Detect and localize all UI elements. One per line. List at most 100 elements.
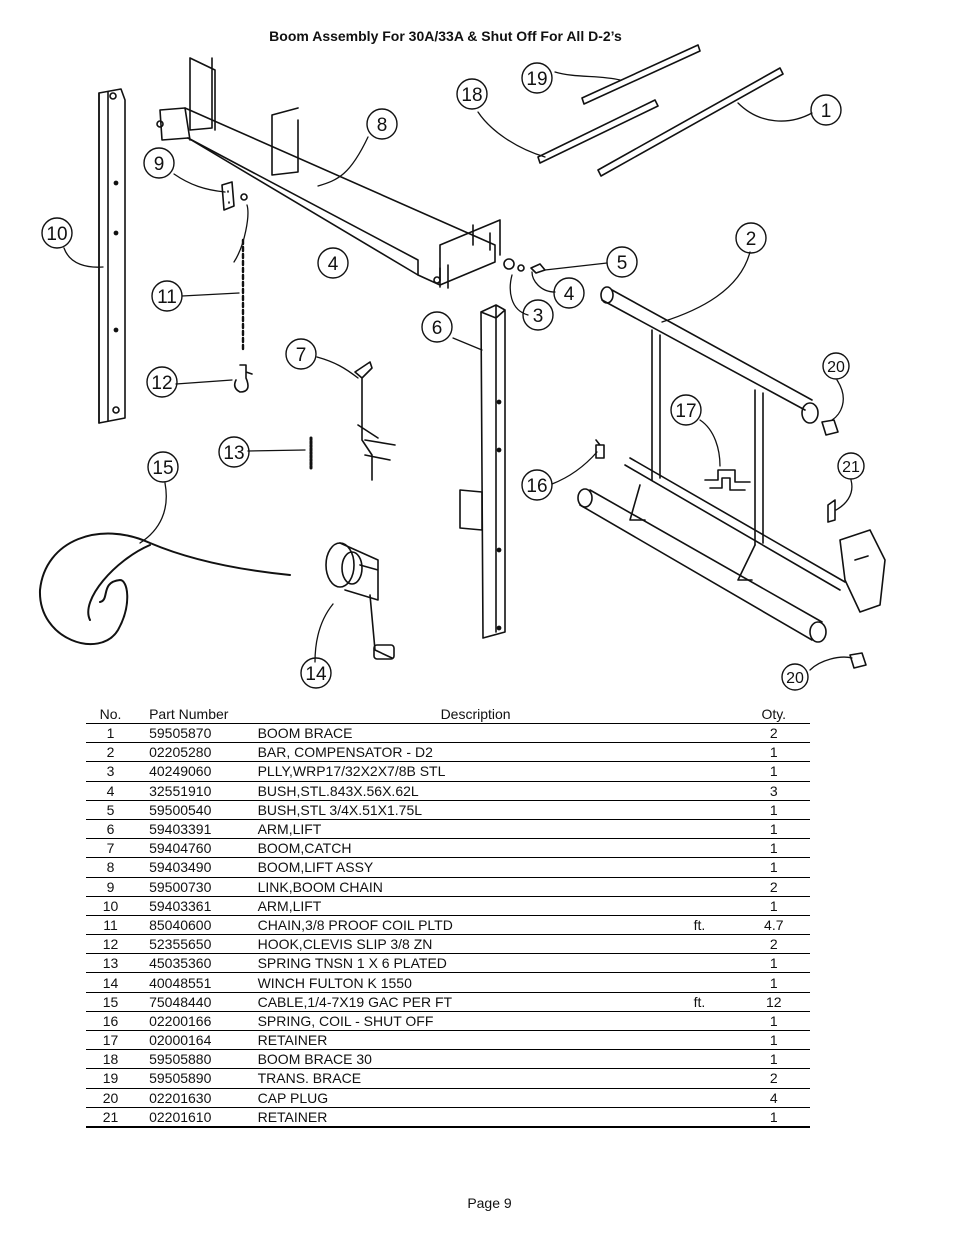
cell-qty: 1 xyxy=(737,857,810,878)
cell-part-number: 59403490 xyxy=(135,857,258,878)
cell-qty: 4 xyxy=(737,1088,810,1108)
page-number: Page 9 xyxy=(467,1195,512,1211)
cell-unit xyxy=(693,896,738,916)
col-desc-header: Description xyxy=(257,705,694,724)
cell-unit: ft. xyxy=(693,915,738,936)
cell-no: 1 xyxy=(86,723,136,744)
cell-unit: ft. xyxy=(693,992,738,1012)
cell-unit xyxy=(693,953,738,974)
col-no-header: No. xyxy=(86,705,136,724)
cell-no: 4 xyxy=(86,781,136,801)
cell-qty: 1 xyxy=(737,1011,810,1032)
cell-unit xyxy=(693,723,738,744)
part-5-bushing xyxy=(530,263,546,274)
part-20-cap-plug xyxy=(821,419,839,436)
part-15-cable-coil xyxy=(38,532,291,646)
part-3-pulley xyxy=(503,258,515,270)
part-2-compensator-bar xyxy=(577,286,846,643)
cell-part-number: 02201610 xyxy=(135,1107,258,1128)
cell-no: 21 xyxy=(86,1107,136,1128)
cell-description: CABLE,1/4-7X19 GAC PER FT xyxy=(257,992,694,1012)
cell-description: BOOM,LIFT ASSY xyxy=(257,857,694,878)
cell-part-number: 32551910 xyxy=(135,781,258,801)
cell-unit xyxy=(693,877,738,897)
cell-qty: 1 xyxy=(737,819,810,840)
part-17-retainer xyxy=(704,469,751,491)
cell-part-number: 45035360 xyxy=(135,953,258,974)
cell-unit xyxy=(693,857,738,878)
part-9-link xyxy=(221,181,235,211)
callout-4b: 4 xyxy=(564,284,575,305)
callout-2: 2 xyxy=(746,229,757,250)
cell-qty: 4.7 xyxy=(737,915,810,936)
cell-qty: 1 xyxy=(737,742,810,763)
callout-20b: 20 xyxy=(786,670,804,687)
part-16-spring xyxy=(595,439,605,459)
cell-description: PLLY,WRP17/32X2X7/8B STL xyxy=(257,761,694,782)
exploded-parts-diagram: 1 2 3 4 4 5 6 7 8 9 10 11 12 13 14 15 16… xyxy=(38,44,886,691)
callout-8: 8 xyxy=(377,115,388,136)
cell-qty: 1 xyxy=(737,972,810,993)
part-8-boom-lift-assy xyxy=(156,57,501,289)
part-7-boom-catch xyxy=(354,361,396,481)
cell-description: BOOM BRACE 30 xyxy=(257,1049,694,1070)
cell-no: 3 xyxy=(86,761,136,782)
callout-20: 20 xyxy=(827,359,845,376)
callout-1: 1 xyxy=(821,101,832,122)
cell-unit xyxy=(693,1011,738,1032)
part-4-bushing xyxy=(240,193,248,201)
cell-part-number: 75048440 xyxy=(135,992,258,1012)
cell-description: RETAINER xyxy=(257,1030,694,1051)
cell-description: LINK,BOOM CHAIN xyxy=(257,877,694,897)
cell-qty: 1 xyxy=(737,800,810,820)
cell-qty: 1 xyxy=(737,896,810,916)
callout-16: 16 xyxy=(526,476,547,497)
part-10-lift-arm xyxy=(98,88,126,424)
cell-part-number: 59500540 xyxy=(135,800,258,820)
cell-unit xyxy=(693,972,738,993)
cell-description: BOOM,CATCH xyxy=(257,838,694,859)
cell-qty: 12 xyxy=(737,992,810,1012)
cell-description: RETAINER xyxy=(257,1107,694,1128)
cell-unit xyxy=(693,1030,738,1051)
cell-unit xyxy=(693,1049,738,1070)
cell-part-number: 02205280 xyxy=(135,742,258,763)
cell-no: 8 xyxy=(86,857,136,878)
callout-17: 17 xyxy=(675,401,696,422)
callout-13: 13 xyxy=(223,443,244,464)
cell-part-number: 59404760 xyxy=(135,838,258,859)
col-unit-header xyxy=(693,705,738,724)
cell-no: 5 xyxy=(86,800,136,820)
callout-19: 19 xyxy=(526,69,547,90)
part-20-cap-plug-lower xyxy=(849,652,867,669)
col-part-header: Part Number xyxy=(135,705,258,724)
cell-description: SPRING TNSN 1 X 6 PLATED xyxy=(257,953,694,974)
part-1-boom-brace xyxy=(597,67,784,177)
cell-description: ARM,LIFT xyxy=(257,896,694,916)
cell-qty: 1 xyxy=(737,1030,810,1051)
callout-6: 6 xyxy=(432,318,443,339)
cell-description: BUSH,STL 3/4X.51X1.75L xyxy=(257,800,694,820)
callout-11: 11 xyxy=(157,287,177,308)
cell-qty: 2 xyxy=(737,723,810,744)
callout-14: 14 xyxy=(305,664,327,685)
cell-unit xyxy=(693,781,738,801)
cell-no: 6 xyxy=(86,819,136,840)
callout-7: 7 xyxy=(296,345,307,366)
cell-description: TRANS. BRACE xyxy=(257,1068,694,1089)
part-12-hook xyxy=(233,364,253,393)
cell-description: SPRING, COIL - SHUT OFF xyxy=(257,1011,694,1032)
table-header-row: No. Part Number Description Oty. xyxy=(86,705,810,724)
cell-part-number: 59403361 xyxy=(135,896,258,916)
cell-description: HOOK,CLEVIS SLIP 3/8 ZN xyxy=(257,934,694,955)
